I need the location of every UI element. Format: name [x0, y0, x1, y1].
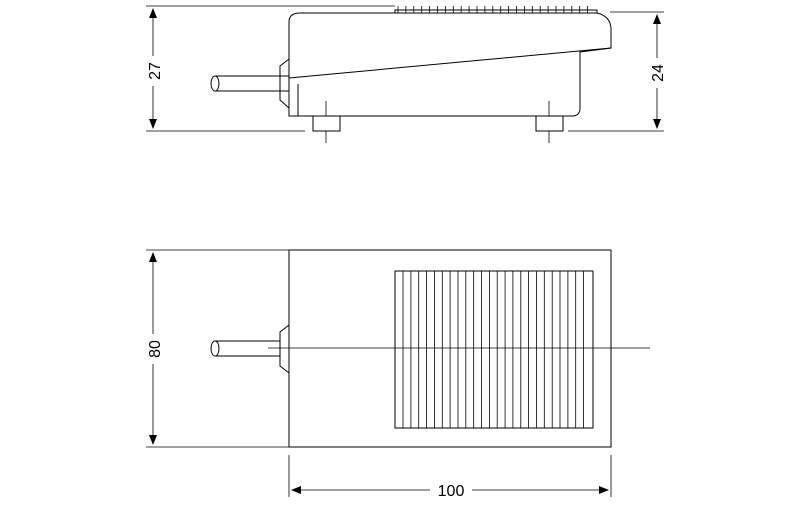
dim-27-label-bg — [142, 56, 164, 86]
top-pedal-slats — [402, 271, 584, 428]
dim-24-label-bg — [646, 58, 668, 88]
top-strain-relief — [279, 324, 290, 374]
side-housing — [288, 9, 612, 117]
side-cable — [210, 75, 280, 92]
side-foot-right — [535, 115, 564, 143]
side-top-ridges — [397, 6, 588, 13]
side-lid-edge — [288, 47, 612, 79]
side-strain-relief — [279, 58, 290, 109]
top-pedal-plate — [394, 270, 594, 429]
top-cable — [210, 340, 280, 357]
top-housing — [288, 249, 612, 448]
dim-80-label-bg — [142, 334, 164, 364]
side-foot-left — [312, 115, 341, 143]
dim-label-27: 27 — [147, 62, 164, 80]
side-view: 27 24 — [142, 5, 668, 143]
dim-label-80: 80 — [147, 340, 164, 358]
dim-label-24: 24 — [650, 64, 667, 82]
dim-100-label-bg — [430, 480, 472, 500]
dim-label-100: 100 — [438, 483, 465, 500]
top-view: 80 100 — [142, 249, 650, 500]
